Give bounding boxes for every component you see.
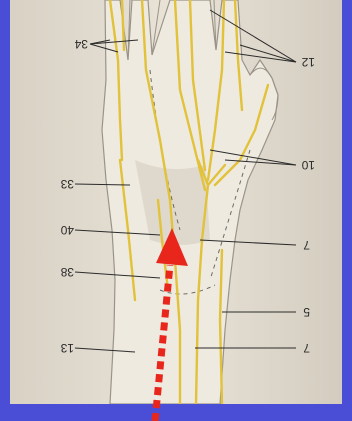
anatomy-photo: 34 12 10 33 40 7 38 5 13 7 bbox=[10, 0, 342, 404]
label-7-lower: 7 bbox=[303, 341, 310, 355]
label-40: 40 bbox=[60, 223, 74, 237]
label-5: 5 bbox=[303, 305, 310, 319]
label-38: 38 bbox=[60, 265, 74, 279]
label-10: 10 bbox=[301, 158, 315, 172]
label-33: 33 bbox=[60, 177, 74, 191]
hand-nerve-diagram: 34 12 10 33 40 7 38 5 13 7 bbox=[10, 0, 342, 404]
label-12: 12 bbox=[301, 55, 315, 69]
label-7-upper: 7 bbox=[303, 238, 310, 252]
label-34: 34 bbox=[74, 37, 88, 51]
label-13: 13 bbox=[60, 341, 74, 355]
